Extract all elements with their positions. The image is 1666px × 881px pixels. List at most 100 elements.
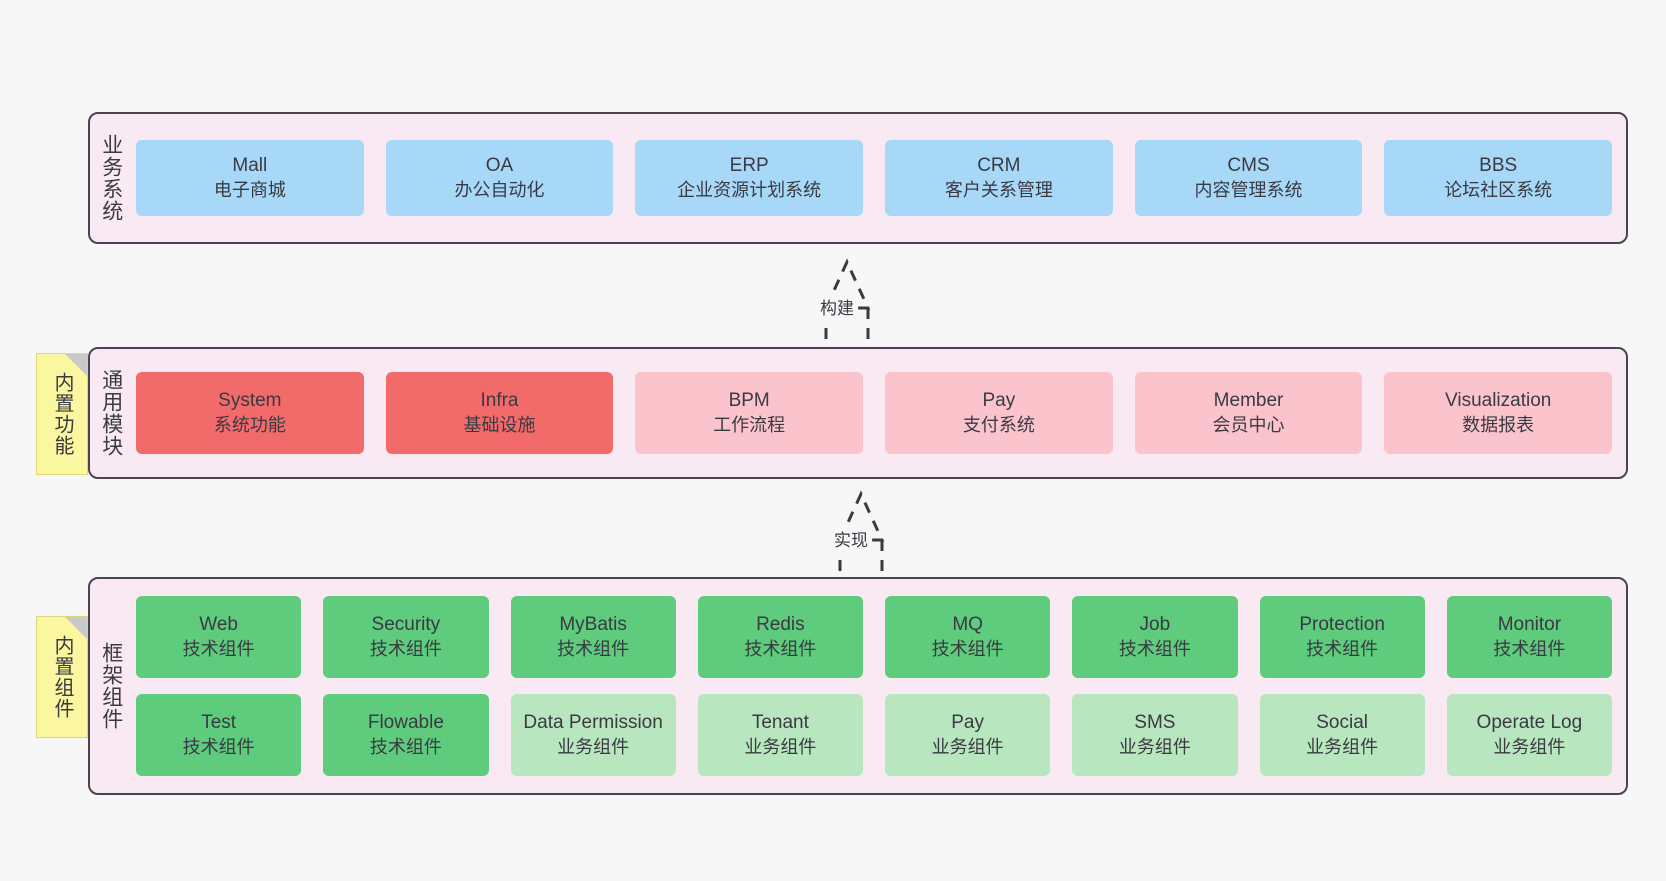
component-card-subtitle: 支付系统 (962, 414, 1035, 435)
layer-title-framework-components: 框架组件 (99, 642, 123, 730)
component-card-subtitle: 技术组件 (369, 736, 442, 757)
component-card-title: Protection (1299, 614, 1385, 636)
connector-build-label: 构建 (818, 294, 856, 319)
component-card-subtitle: 技术组件 (557, 638, 630, 659)
component-card-subtitle: 业务组件 (1306, 736, 1379, 757)
layer-title-business-systems: 业务系统 (99, 134, 123, 222)
layer-title-common-modules: 通用模块 (99, 369, 123, 457)
component-card-title: Security (371, 614, 441, 636)
component-card-title: Mall (232, 155, 268, 177)
component-card-subtitle: 技术组件 (1493, 638, 1566, 659)
sticky-note-builtin-components: 内置组件 (36, 616, 88, 738)
component-card-title: BBS (1479, 155, 1518, 177)
component-card-subtitle: 业务组件 (931, 736, 1004, 757)
component-card-title: ERP (729, 155, 769, 177)
component-card-subtitle: 内容管理系统 (1194, 179, 1303, 200)
component-card-subtitle: 会员中心 (1212, 414, 1285, 435)
component-card-title: Operate Log (1476, 712, 1583, 734)
component-card-title: MyBatis (559, 614, 627, 636)
component-card-subtitle: 技术组件 (182, 736, 255, 757)
component-card-subtitle: 电子商城 (213, 179, 286, 200)
component-card-subtitle: 系统功能 (213, 414, 286, 435)
sticky-note-builtin-features: 内置功能 (36, 353, 88, 475)
component-card-title: Social (1316, 712, 1368, 734)
connector-implement-label: 实现 (832, 526, 870, 551)
component-card-title: CMS (1227, 155, 1270, 177)
component-card-subtitle: 企业资源计划系统 (677, 179, 822, 200)
component-card-title: System (218, 390, 282, 412)
connector-implement: 实现 (772, 490, 932, 582)
component-card-title: Pay (951, 712, 984, 734)
component-card-title: Web (199, 614, 238, 636)
component-card-title: Redis (756, 614, 805, 636)
component-card-subtitle: 业务组件 (744, 736, 817, 757)
component-card-subtitle: 工作流程 (713, 414, 786, 435)
sticky-note-builtin-components-label: 内置组件 (51, 635, 73, 719)
component-card-title: SMS (1134, 712, 1176, 734)
component-card-subtitle: 技术组件 (1118, 638, 1191, 659)
component-card-title: CRM (977, 155, 1021, 177)
component-card-title: Member (1213, 390, 1284, 412)
connector-build: 构建 (758, 258, 918, 350)
component-card-title: BPM (728, 390, 770, 412)
component-card-title: Tenant (751, 712, 809, 734)
component-card-subtitle: 技术组件 (369, 638, 442, 659)
component-card-title: OA (485, 155, 514, 177)
component-card-subtitle: 基础设施 (463, 414, 536, 435)
component-card-title: Pay (982, 390, 1016, 412)
sticky-note-builtin-features-label: 内置功能 (51, 372, 73, 456)
component-card-title: Test (201, 712, 237, 734)
component-card-subtitle: 业务组件 (1493, 736, 1566, 757)
component-card-subtitle: 数据报表 (1462, 414, 1535, 435)
component-card-title: Monitor (1497, 614, 1562, 636)
component-card-subtitle: 技术组件 (1306, 638, 1379, 659)
component-card-title: Flowable (367, 712, 444, 734)
component-card-subtitle: 业务组件 (1118, 736, 1191, 757)
component-card-subtitle: 论坛社区系统 (1444, 179, 1553, 200)
component-card-title: Infra (480, 390, 519, 412)
component-card-title: Job (1139, 614, 1171, 636)
component-card-subtitle: 技术组件 (744, 638, 817, 659)
component-card-subtitle: 技术组件 (931, 638, 1004, 659)
component-card-title: MQ (952, 614, 983, 636)
